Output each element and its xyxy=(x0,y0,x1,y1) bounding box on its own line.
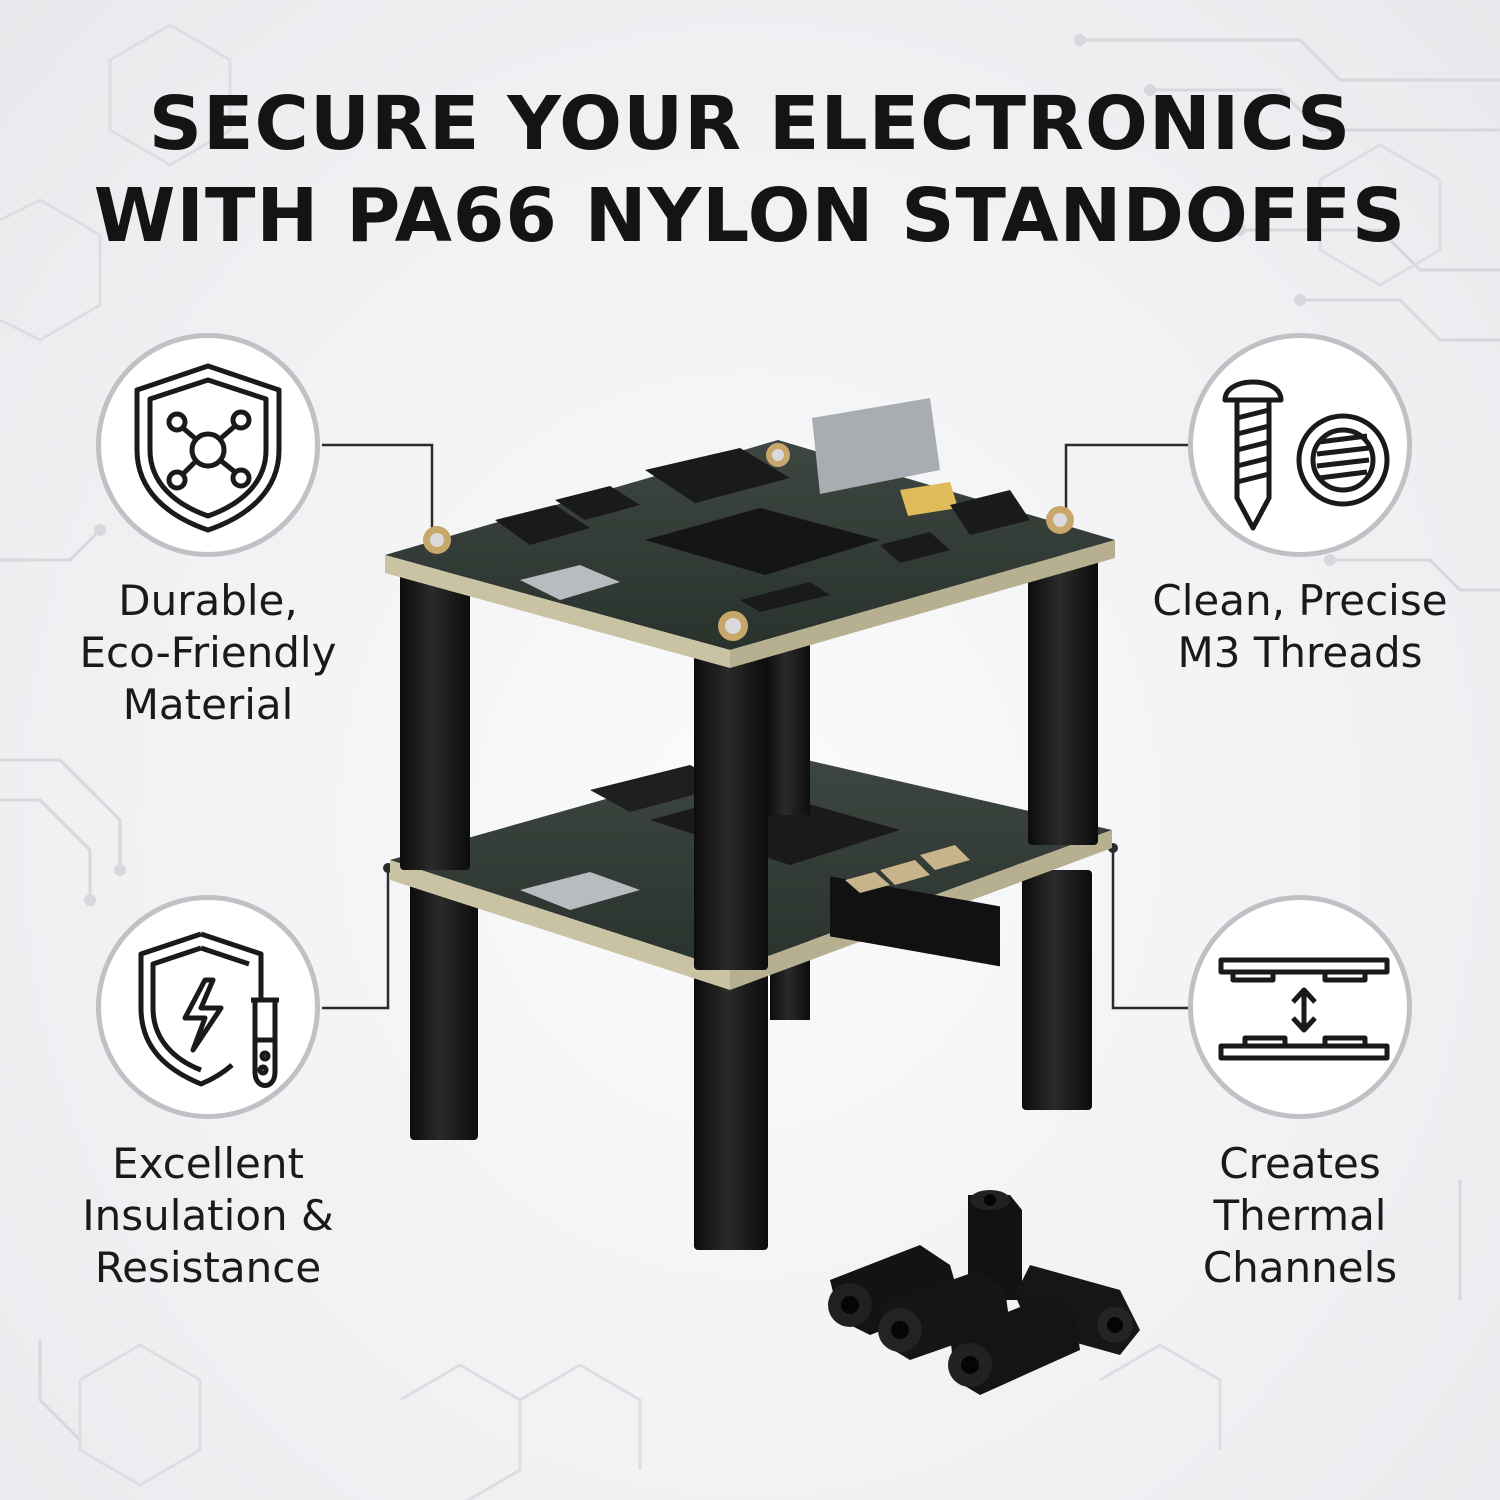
loose-standoffs xyxy=(828,1190,1140,1395)
standoff-leg xyxy=(694,960,768,1250)
standoff-leg xyxy=(694,650,768,970)
shield-lightning-test-tube-icon xyxy=(138,931,279,1088)
durable-label: Durable, Eco-Friendly Material xyxy=(79,576,337,729)
insulation-label: Excellent Insulation & Resistance xyxy=(82,1139,334,1292)
threads-badge xyxy=(1188,333,1412,557)
standoff-leg xyxy=(1028,555,1098,845)
threads-label: Clean, Precise M3 Threads xyxy=(1152,576,1448,677)
standoff-leg xyxy=(766,645,810,815)
headline-line-2: WITH PA66 NYLON STANDOFFS xyxy=(93,173,1407,259)
screw-thread-icon xyxy=(1222,379,1390,531)
thermal-badge xyxy=(1188,895,1412,1119)
insulation-badge xyxy=(96,895,320,1119)
standoff-leg xyxy=(410,880,478,1140)
stacked-boards-arrow-icon xyxy=(1218,957,1390,1061)
thermal-label: Creates Thermal Channels xyxy=(1202,1139,1398,1292)
standoff-leg xyxy=(1022,870,1092,1110)
connector-lines xyxy=(322,443,1190,1010)
upper-pcb xyxy=(385,398,1115,668)
durable-badge xyxy=(96,333,320,557)
headline-line-1: SECURE YOUR ELECTRONICS xyxy=(148,81,1352,167)
headline: SECURE YOUR ELECTRONICS WITH PA66 NYLON … xyxy=(0,78,1500,262)
standoff-leg xyxy=(400,570,470,870)
shield-molecule-icon xyxy=(134,363,282,533)
